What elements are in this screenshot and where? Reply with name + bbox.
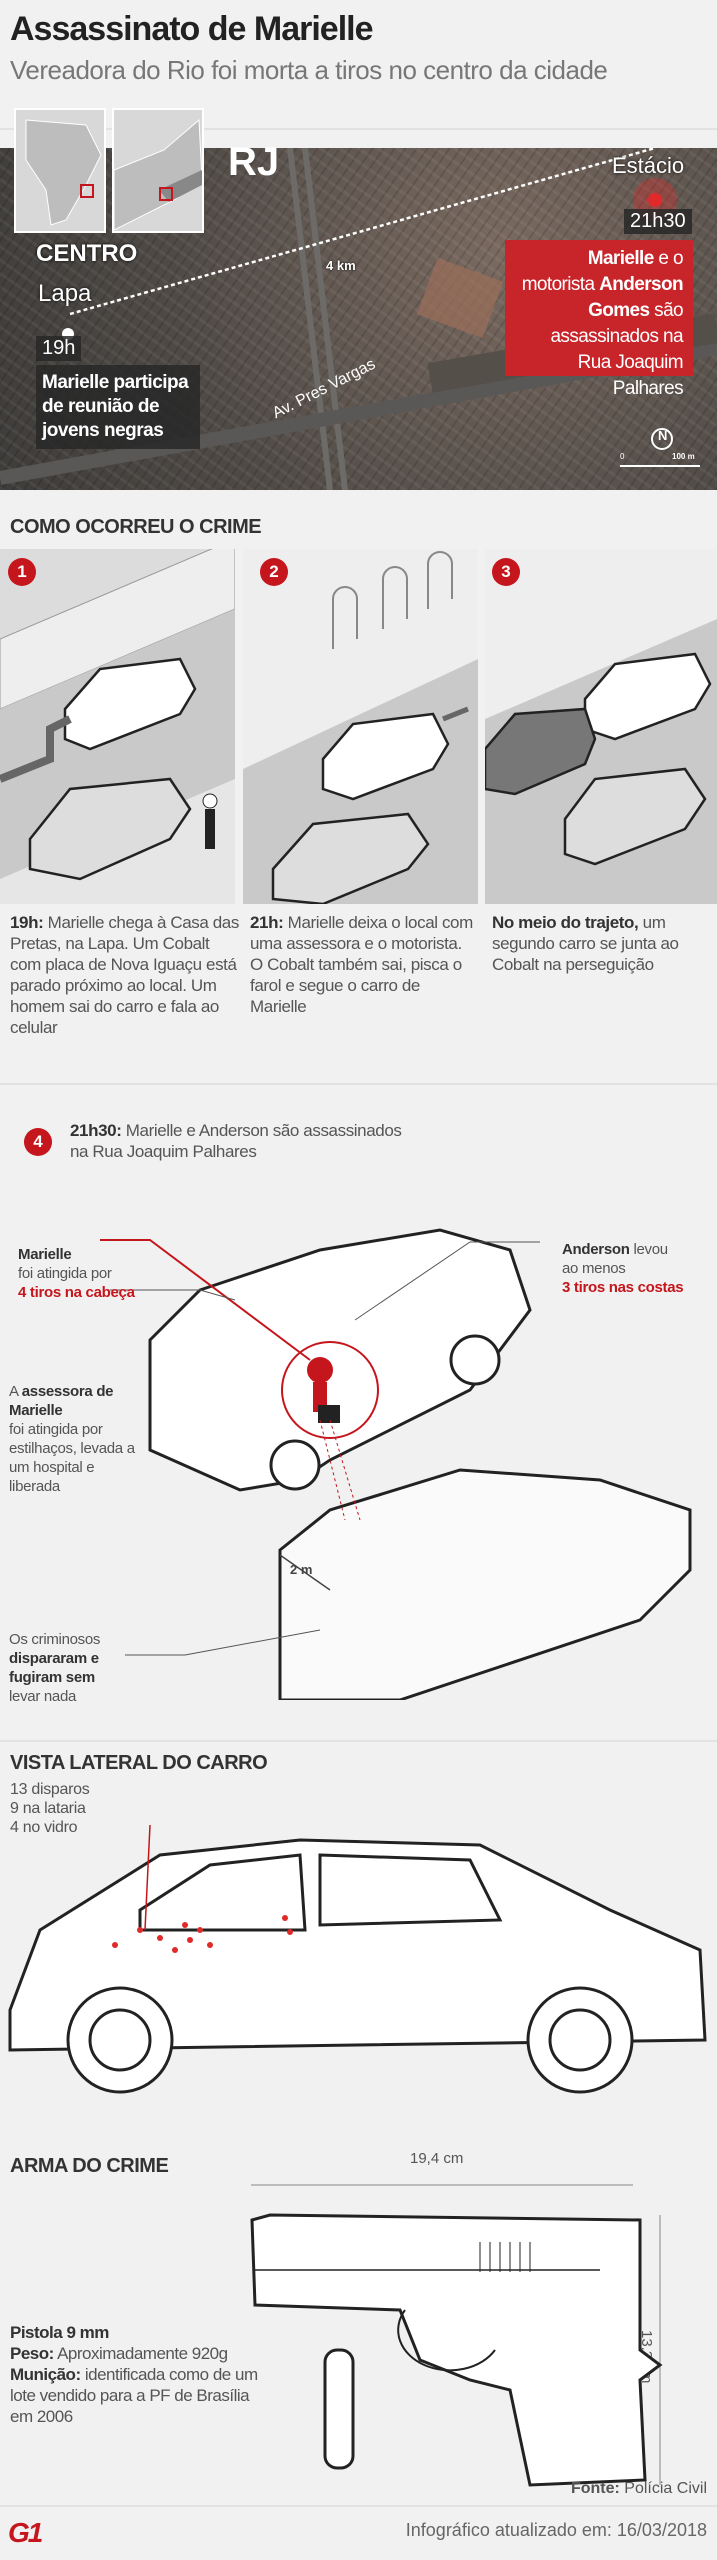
state-label: RJ <box>228 140 280 184</box>
marielle-name: Marielle <box>18 1246 72 1263</box>
divider <box>0 1740 717 1742</box>
pistol-illustration <box>250 2184 663 2487</box>
step-4-badge: 4 <box>24 1128 52 1156</box>
centro-label: CENTRO <box>36 240 138 267</box>
scale-zero: 0 <box>620 452 625 461</box>
divider <box>0 2505 717 2507</box>
lapa-label: Lapa <box>38 280 92 307</box>
source: Fonte: Polícia Civil <box>571 2480 707 2498</box>
peso-label: Peso: <box>10 2344 54 2363</box>
step-4-desc: Marielle e Anderson são assassinados na … <box>70 1121 402 1161</box>
end-time: 21h30 <box>624 209 692 234</box>
step-2-text: 21h: Marielle deixa o local com uma asse… <box>250 912 475 1017</box>
scale-label: 100 m <box>672 452 695 461</box>
text: A <box>9 1383 22 1400</box>
assessora-name: assessora de Marielle <box>9 1383 114 1419</box>
marielle-shots: 4 tiros na cabeça <box>18 1284 135 1301</box>
step-1-text: 19h: Marielle chega à Casa das Pretas, n… <box>10 912 240 1038</box>
criminosos-annotation: Os criminosos dispararam e fugiram sem lev… <box>9 1630 129 1706</box>
divider <box>0 128 717 130</box>
crime-location-box: Marielle e o motorista Anderson Gomes sã… <box>505 240 693 399</box>
divider <box>0 1083 717 1085</box>
north-icon: N <box>658 428 668 443</box>
rio-state-inset-map <box>112 108 204 233</box>
g1-logo[interactable]: G1 <box>8 2517 43 2548</box>
step-3-text: No meio do trajeto, um segundo carro se … <box>492 912 682 975</box>
step-3-illustration <box>485 549 717 904</box>
peso-value: Aproximadamente 920g <box>53 2344 228 2363</box>
page-title: Assassinato de Marielle <box>10 10 374 48</box>
crime-scene-illustration <box>100 1228 692 1700</box>
step-4-text: 21h30: Marielle e Anderson são assassina… <box>70 1120 420 1162</box>
text: são assassinados na Rua Joaquim Palhares <box>550 300 683 399</box>
anderson-text: levou <box>629 1241 668 1258</box>
estacio-label: Estácio <box>612 153 685 178</box>
step-2-illustration <box>243 549 478 904</box>
section-title-como-ocorreu: COMO OCORREU O CRIME <box>10 516 262 538</box>
text: levar nada <box>9 1688 77 1705</box>
step-3-lead: No meio do trajeto, <box>492 913 639 932</box>
source-label: Fonte: <box>570 2480 620 2497</box>
anderson-text2: ao menos <box>562 1260 626 1277</box>
text: Os criminosos <box>9 1631 101 1648</box>
south-america-inset-map <box>14 108 106 233</box>
marielle-annotation: Marielle foi atingida por 4 tiros na cabeç… <box>18 1245 168 1302</box>
text: dispararam e fugiram sem <box>9 1650 99 1686</box>
pistol-info: Pistola 9 mm Peso: Aproximadamente 920g … <box>10 2322 275 2427</box>
step-3-badge: 3 <box>492 558 520 586</box>
step-4-time: 21h30: <box>70 1121 122 1140</box>
step-1-badge: 1 <box>8 558 36 586</box>
step-2-badge: 2 <box>260 558 288 586</box>
anderson-shots: 3 tiros nas costas <box>562 1279 684 1296</box>
municao-label: Munição: <box>10 2365 81 2384</box>
start-description: Marielle participa de reunião de jovens … <box>36 365 200 449</box>
distance-label: 4 km <box>326 258 356 273</box>
assessora-text: foi atingida por estilhaços, levada a um… <box>9 1421 135 1495</box>
pistol-name: Pistola 9 mm <box>10 2323 109 2342</box>
side-car-illustration <box>8 1824 707 2094</box>
shots-summary: 13 disparos 9 na lataria 4 no vidro <box>10 1780 90 1837</box>
marielle-name: Marielle <box>587 248 655 269</box>
page-subtitle: Vereadora do Rio foi morta a tiros no ce… <box>10 55 608 85</box>
section-title-arma: ARMA DO CRIME <box>10 2155 169 2177</box>
distance-label: 2 m <box>290 1562 313 1577</box>
updated-date: Infográfico atualizado em: 16/03/2018 <box>405 2520 707 2540</box>
step-3-desc: um segundo carro se junta ao Cobalt na p… <box>492 913 679 974</box>
step-1-desc: Marielle chega à Casa das Pretas, na Lap… <box>10 913 239 1037</box>
text: e o motorista <box>521 248 684 295</box>
step-1-illustration <box>0 549 235 904</box>
start-time: 19h <box>36 336 82 361</box>
shots-glass: 4 no vidro <box>10 1819 78 1836</box>
shots-body: 9 na lataria <box>10 1800 86 1817</box>
marielle-text: foi atingida por <box>18 1265 112 1282</box>
municao-value: identificada como de um lote vendido par… <box>10 2365 258 2426</box>
step-2-desc: Marielle deixa o local com uma assessora… <box>250 913 473 1016</box>
step-1-time: 19h: <box>10 913 44 932</box>
gun-width: 19,4 cm <box>410 2150 464 2167</box>
shots-total: 13 disparos <box>10 1781 90 1798</box>
source-value: Polícia Civil <box>619 2480 707 2497</box>
section-title-vista-lateral: VISTA LATERAL DO CARRO <box>10 1752 268 1774</box>
anderson-name: Anderson <box>562 1241 630 1258</box>
step-2-time: 21h: <box>250 913 284 932</box>
anderson-name: Anderson Gomes <box>588 274 684 321</box>
